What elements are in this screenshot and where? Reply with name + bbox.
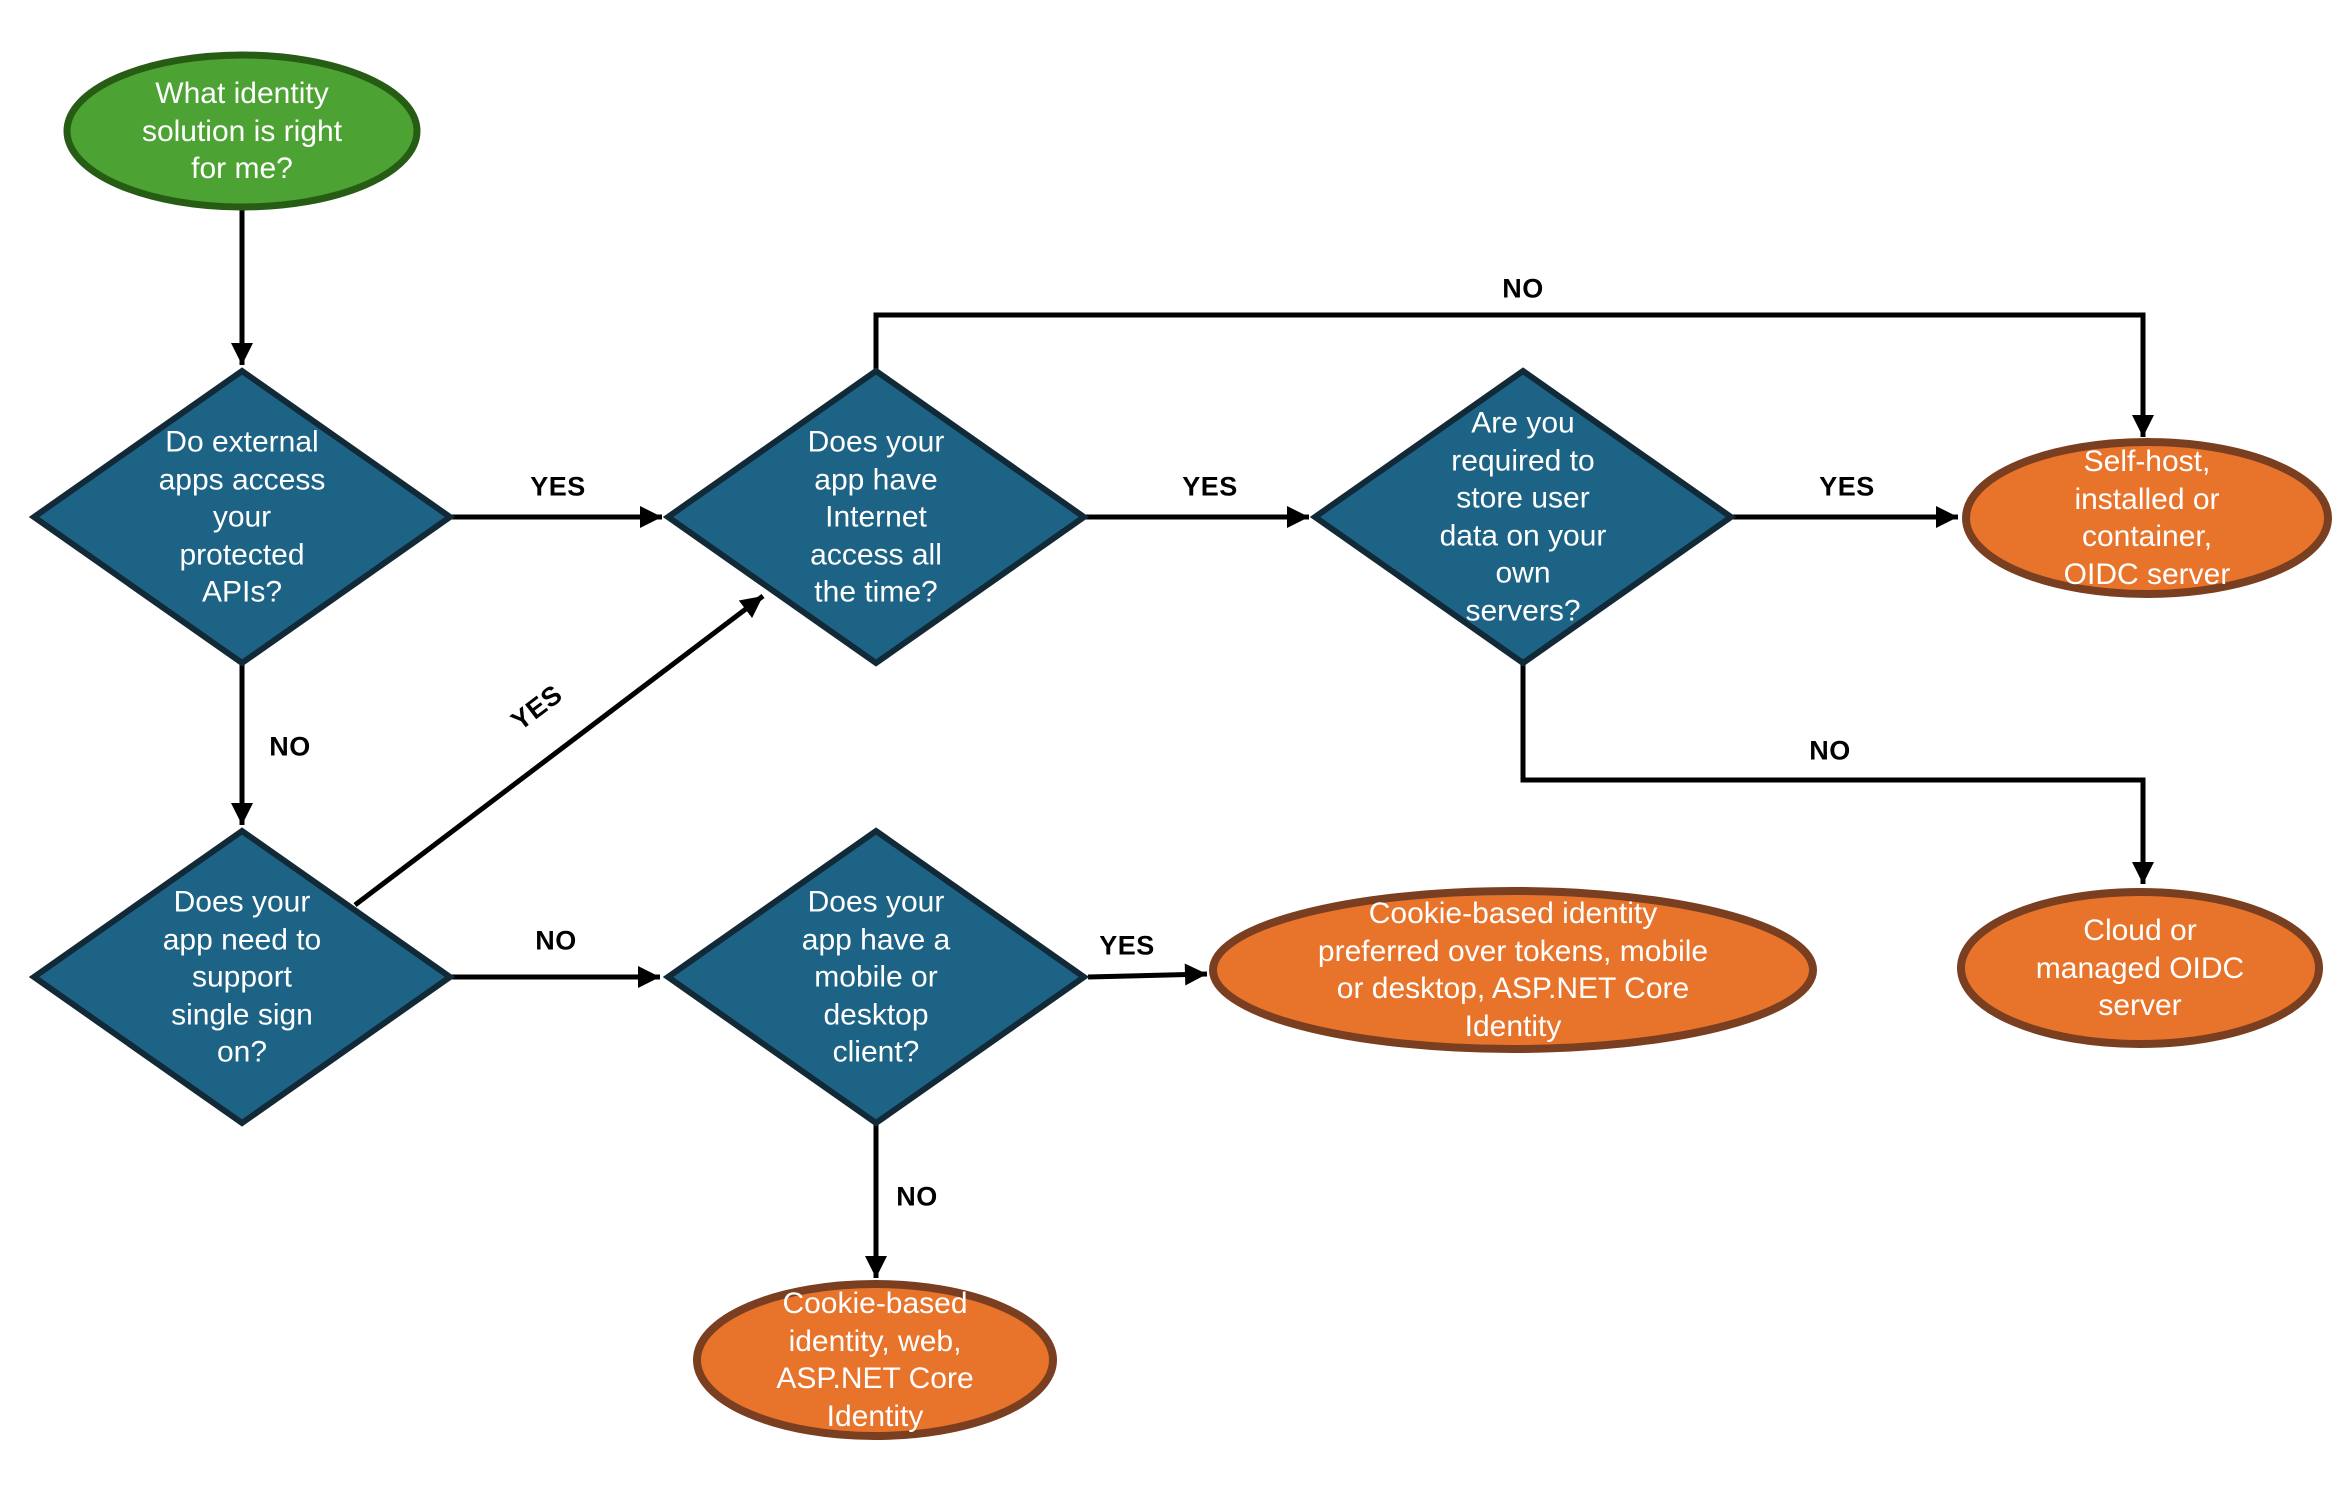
edge-internet-no-label: NO	[1502, 273, 1544, 304]
edge-external-no-label: NO	[269, 731, 311, 762]
edge-store-no	[1520, 665, 2154, 884]
edge-internet-yes-label: YES	[1182, 471, 1238, 502]
node-cloud-managed-label: Cloud or managed OIDC server	[2035, 913, 2245, 1022]
node-mobile-desktop-diamond	[662, 827, 1090, 1127]
node-single-sign-on-label: Does your app need to support single sig…	[162, 885, 322, 1069]
edge-sso-no-label: NO	[535, 925, 577, 956]
node-external-apis-diamond	[28, 367, 456, 667]
node-cookie-mobile-ellipse	[1209, 887, 1817, 1053]
node-store-user-data-label: Are you required to store user data on y…	[1439, 406, 1607, 628]
node-cloud-managed-ellipse	[1957, 888, 2323, 1048]
edge-sso-yes	[353, 594, 765, 907]
edge-external-yes-label: YES	[530, 471, 586, 502]
node-external-apis-label: Do external apps access your protected A…	[158, 425, 326, 609]
edge-mobile-yes	[1087, 963, 1208, 986]
node-store-user-data-diamond	[1309, 367, 1737, 667]
edge-mobile-no-label: NO	[896, 1181, 938, 1212]
node-start-label: What identity solution is right for me?	[141, 76, 343, 185]
node-cookie-mobile-label: Cookie-based identity preferred over tok…	[1317, 897, 1709, 1043]
node-internet-access-label: Does your app have Internet access all t…	[807, 425, 945, 609]
node-self-host-label: Self-host, installed or container, OIDC …	[2063, 445, 2231, 591]
edge-store-no-label: NO	[1809, 735, 1851, 766]
edge-mobile-yes-label: YES	[1099, 930, 1155, 961]
node-start-ellipse	[63, 51, 421, 211]
node-internet-access-diamond	[662, 367, 1090, 667]
node-self-host-ellipse	[1962, 438, 2332, 598]
edge-store-yes-label: YES	[1819, 471, 1875, 502]
edge-internet-no	[873, 312, 2154, 437]
node-mobile-desktop-label: Does your app have a mobile or desktop c…	[801, 885, 951, 1069]
node-cookie-web-label: Cookie-based identity, web, ASP.NET Core…	[776, 1287, 974, 1433]
node-cookie-web-ellipse	[693, 1280, 1057, 1440]
node-single-sign-on-diamond	[28, 827, 456, 1127]
